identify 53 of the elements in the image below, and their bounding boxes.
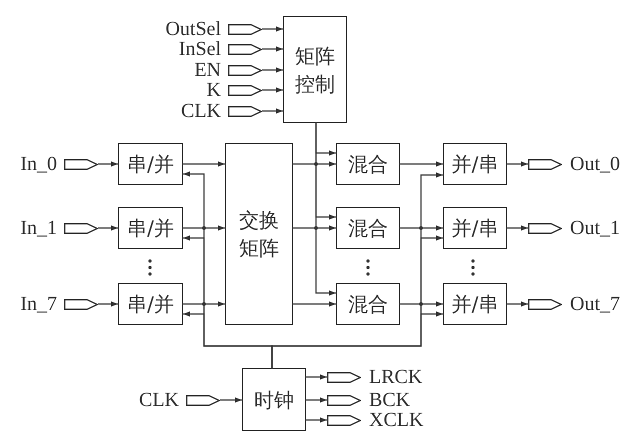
arrow bbox=[306, 397, 327, 403]
arrow bbox=[262, 67, 283, 73]
arrow bbox=[400, 301, 443, 307]
arrow bbox=[220, 397, 242, 403]
block-box: 串/并 bbox=[118, 143, 183, 185]
arrow bbox=[293, 301, 336, 307]
arrow bbox=[271, 311, 443, 368]
signal-label: Out_1 bbox=[570, 217, 620, 239]
arrow bbox=[400, 161, 443, 167]
block-box: 串/并 bbox=[118, 283, 183, 325]
block-box: 串/并 bbox=[118, 207, 183, 249]
block-box: 混合 bbox=[336, 143, 400, 185]
block-box: 并/串 bbox=[443, 283, 507, 325]
signal-label: CLK bbox=[181, 100, 221, 122]
block-box: 时钟 bbox=[242, 368, 306, 431]
arrow bbox=[400, 225, 443, 231]
signal-label: LRCK bbox=[369, 366, 422, 388]
block-box: 并/串 bbox=[443, 207, 507, 249]
arrow bbox=[98, 225, 118, 231]
signal-label: K bbox=[206, 79, 221, 101]
signal-label: XCLK bbox=[369, 409, 424, 431]
block-box: 混合 bbox=[336, 283, 400, 325]
signal-label: EN bbox=[194, 59, 221, 81]
block-box: 矩阵控制 bbox=[283, 16, 347, 123]
signal-label: In_1 bbox=[20, 217, 57, 239]
arrow bbox=[293, 161, 336, 167]
arrow bbox=[262, 87, 283, 93]
arrow bbox=[315, 123, 336, 296]
arrow bbox=[507, 301, 528, 307]
signal-label: Out_7 bbox=[570, 293, 620, 315]
signal-label: CLK bbox=[139, 389, 179, 411]
signal-label: OutSel bbox=[165, 18, 221, 40]
block-box: 并/串 bbox=[443, 143, 507, 185]
arrow bbox=[306, 374, 327, 380]
arrow bbox=[507, 161, 528, 167]
arrow bbox=[507, 225, 528, 231]
arrow bbox=[98, 161, 118, 167]
arrow bbox=[306, 417, 327, 423]
arrow bbox=[262, 108, 283, 114]
arrow bbox=[183, 301, 225, 307]
arrow bbox=[98, 301, 118, 307]
signal-label: In_0 bbox=[20, 153, 57, 175]
arrow bbox=[293, 225, 336, 231]
arrow bbox=[183, 225, 225, 231]
block-box: 交换矩阵 bbox=[225, 143, 293, 325]
signal-label: Out_0 bbox=[570, 153, 620, 175]
block-box: 混合 bbox=[336, 207, 400, 249]
signal-label: In_7 bbox=[20, 293, 57, 315]
arrow bbox=[262, 46, 283, 52]
arrow bbox=[183, 161, 225, 167]
arrow bbox=[262, 26, 283, 32]
signal-label: BCK bbox=[369, 389, 410, 411]
signal-label: InSel bbox=[178, 38, 221, 60]
